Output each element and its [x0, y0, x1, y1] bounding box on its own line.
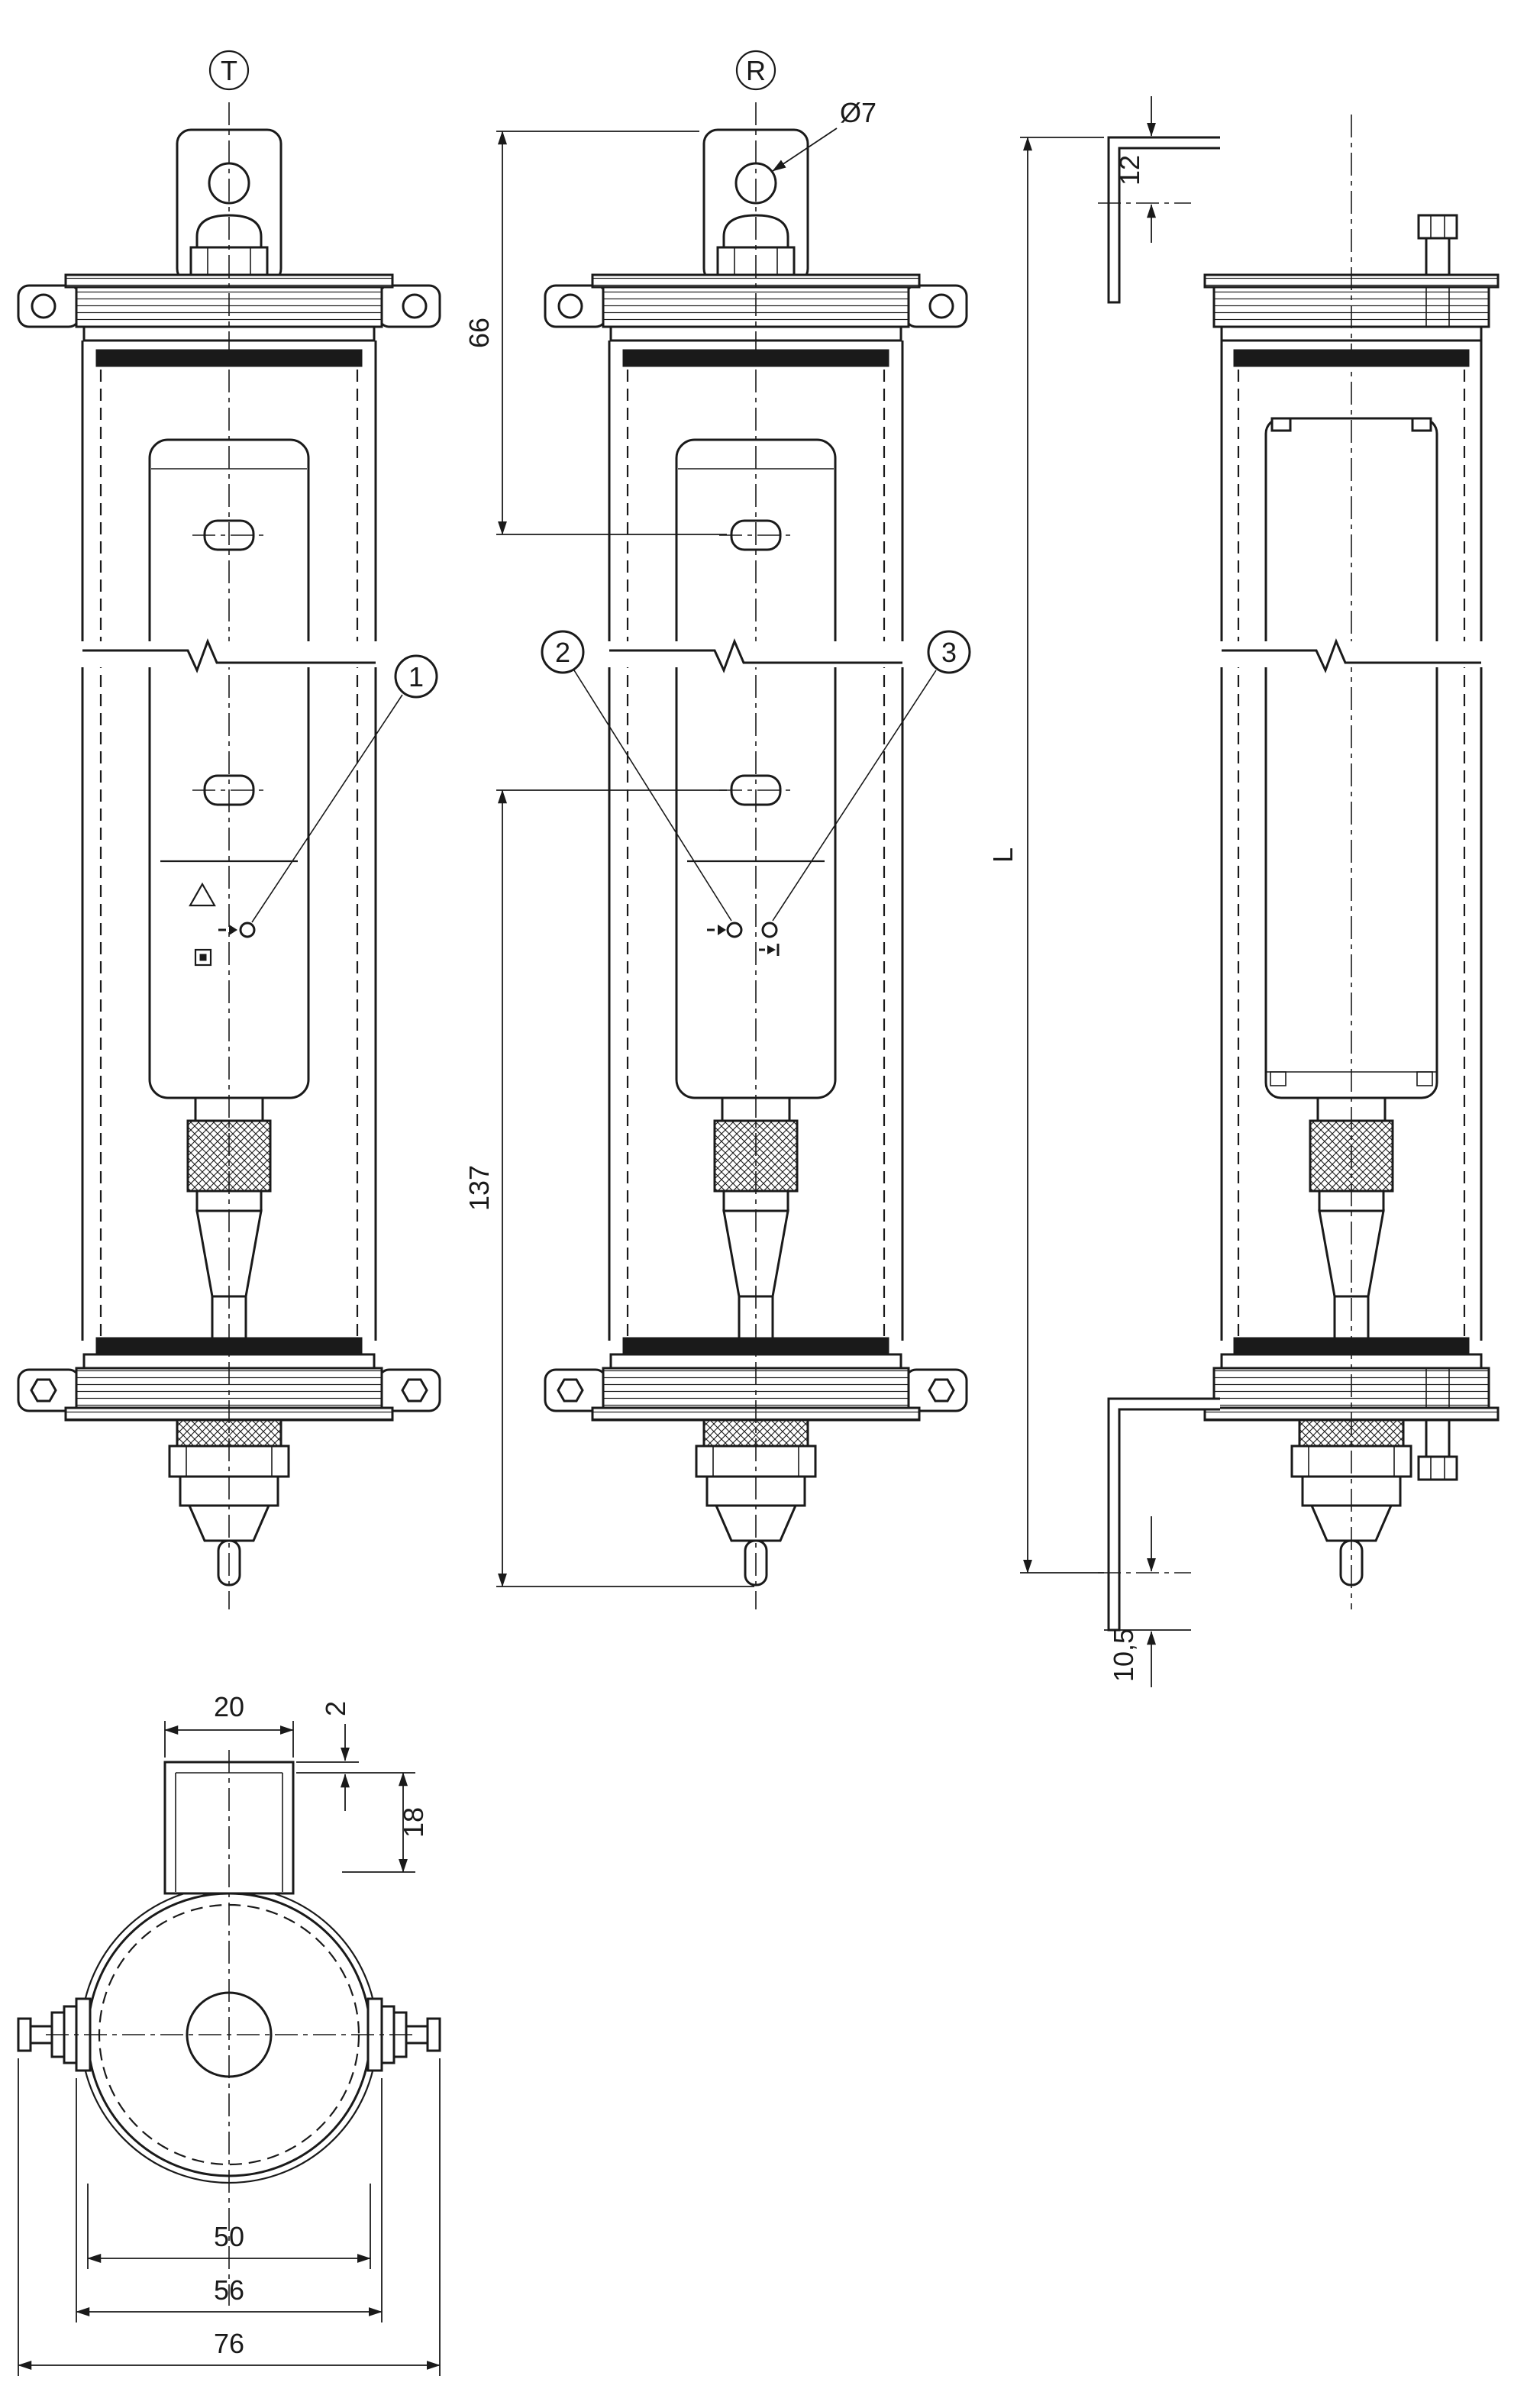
- dim-18-label: 18: [398, 1807, 429, 1838]
- callout-circle-3: [927, 630, 971, 674]
- dim-hole-diameter: Ø7: [772, 97, 876, 172]
- dim-137-label: 137: [463, 1165, 495, 1211]
- dim-20-label: 20: [214, 1691, 244, 1722]
- callout-3-label: 3: [941, 637, 957, 668]
- view-label-transmitter: T: [221, 55, 237, 86]
- transmitter-view: T: [17, 50, 441, 1611]
- receiver-led-2: [761, 922, 778, 938]
- callout-1-label: 1: [408, 661, 424, 692]
- dim-56: 56: [76, 2078, 383, 2322]
- dim-137: 137: [463, 789, 754, 1587]
- dim-18: 18: [296, 1772, 429, 1873]
- arrow-icon: [767, 945, 776, 954]
- view-label-circle-t: [208, 50, 250, 91]
- section-view: 20 2 18 50 56: [17, 1691, 441, 2376]
- dim-50-label: 50: [214, 2221, 244, 2252]
- arrow-icon: [718, 925, 726, 935]
- dim-L-label: L: [987, 847, 1019, 863]
- dim-10-5: 10,5: [1104, 1516, 1191, 1687]
- dim-66-label: 66: [463, 318, 495, 348]
- dim-12: 12: [1114, 96, 1156, 243]
- callouts: 1 2 3: [251, 630, 971, 923]
- dim-2: 2: [296, 1701, 359, 1811]
- arrow-icon: [229, 925, 237, 935]
- view-label-circle-r: [735, 50, 776, 91]
- callout-circle-2: [541, 630, 585, 674]
- side-view: 12 L 10,5: [987, 96, 1500, 1687]
- dim-10-5-label: 10,5: [1108, 1628, 1139, 1682]
- callout-leader-3: [772, 670, 937, 922]
- dim-hole-diameter-label: Ø7: [840, 97, 876, 128]
- receiver-view: R 66 137 Ø7: [463, 50, 968, 1611]
- dim-50: 50: [87, 2184, 371, 2269]
- dim-12-label: 12: [1114, 155, 1145, 186]
- bottom-clamp-stud: [1417, 1419, 1458, 1481]
- dim-L: L: [987, 137, 1104, 1574]
- transmitter-led: [239, 922, 256, 938]
- warning-triangle-icon: [189, 882, 216, 907]
- view-label-receiver: R: [746, 55, 766, 86]
- transmitter-indicators: [189, 882, 256, 967]
- top-clamp-stud: [1417, 214, 1458, 276]
- receiver-indicators: [707, 922, 780, 956]
- dim-66: 66: [463, 131, 727, 535]
- dim-20: 20: [164, 1691, 294, 1758]
- callout-leader-1: [251, 694, 403, 923]
- receiver-led-1: [726, 922, 743, 938]
- top-mounting-bracket: [1107, 136, 1220, 304]
- dim-2-label: 2: [320, 1701, 351, 1716]
- callout-leader-2: [573, 670, 732, 922]
- square-icon: [194, 948, 212, 967]
- dim-56-label: 56: [214, 2274, 244, 2306]
- dim-76: 76: [18, 2058, 441, 2376]
- dim-76-label: 76: [214, 2328, 244, 2359]
- callout-2-label: 2: [555, 637, 570, 668]
- callout-circle-1: [394, 654, 438, 699]
- bottom-mounting-bracket: [1107, 1397, 1220, 1632]
- break-line-side: [1222, 638, 1481, 673]
